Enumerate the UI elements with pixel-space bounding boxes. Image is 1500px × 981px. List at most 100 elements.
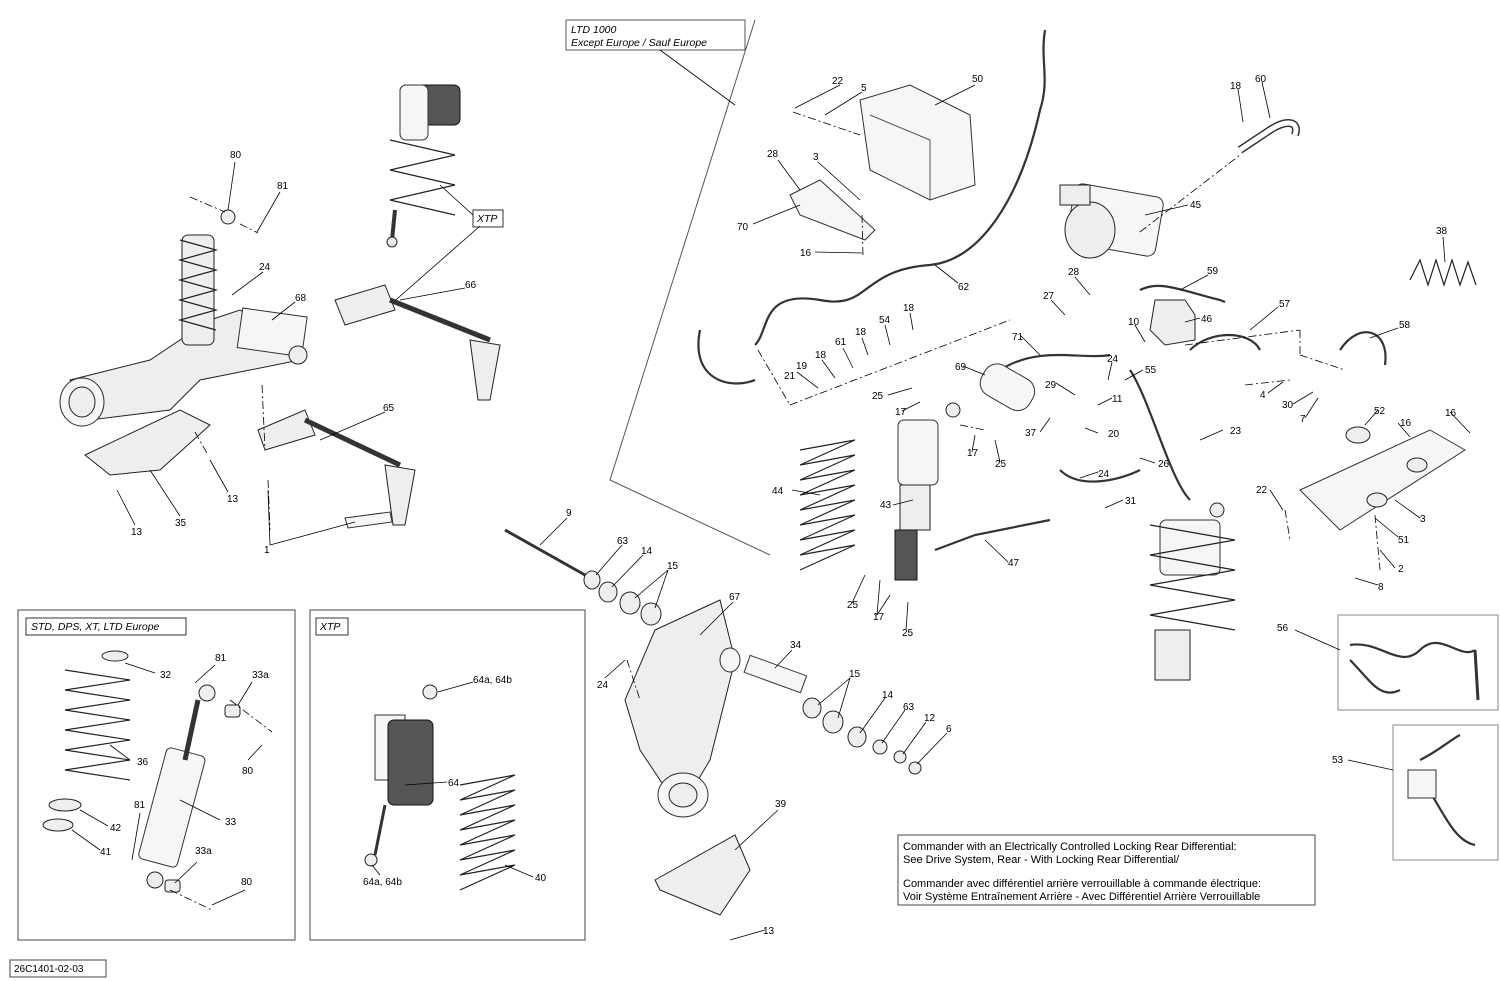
callout-label: 54 — [879, 315, 891, 326]
callout-label: 29 — [1045, 380, 1057, 391]
callout-label: 27 — [1043, 291, 1055, 302]
callout-label: 25 — [847, 600, 859, 611]
callout-label: 25 — [902, 628, 914, 639]
callout-label: 61 — [835, 337, 847, 348]
callout-label: 47 — [1008, 558, 1020, 569]
callout-label: 16 — [1445, 408, 1457, 419]
xtp-box: XTP — [309, 609, 586, 941]
hose-60 — [1237, 119, 1300, 154]
diagram-id: 26C1401-02-03 — [9, 959, 107, 978]
callout-label: 44 — [772, 486, 784, 497]
callout-label: 40 — [535, 873, 547, 884]
callout-label: 37 — [1025, 428, 1037, 439]
callout-label: 69 — [955, 362, 967, 373]
skid-plate-39 — [654, 834, 751, 916]
callout-label: 80 — [242, 766, 254, 777]
callout-label: 23 — [1230, 426, 1242, 437]
callout-label: 8 — [1378, 582, 1384, 593]
callout-label: 30 — [1282, 400, 1294, 411]
callout-label: 62 — [958, 282, 970, 293]
shaft-9 — [504, 528, 586, 577]
xtp-box-parts — [364, 684, 516, 891]
callout-label: 71 — [1012, 332, 1024, 343]
callout-label: 70 — [737, 222, 749, 233]
callout-label: 22 — [832, 76, 844, 87]
callout-label: 13 — [131, 527, 143, 538]
note-line-4: Voir Système Entraînement Arrière - Avec… — [903, 891, 1260, 903]
callout-label: 26 — [1158, 459, 1170, 470]
xtp-box-title: XTP — [319, 621, 340, 633]
callout-label: 25 — [995, 459, 1007, 470]
bracket-70 — [789, 179, 876, 241]
callout-label: 33a — [252, 670, 269, 681]
callout-label: 6 — [946, 724, 952, 735]
callout-label: 46 — [1201, 314, 1213, 325]
callout-label: 68 — [295, 293, 307, 304]
callout-label: 18 — [855, 327, 867, 338]
callout-label: 80 — [241, 877, 253, 888]
callout-label: 28 — [767, 149, 779, 160]
inset-53 — [1392, 724, 1499, 861]
callout-label: 66 — [465, 280, 477, 291]
leader-lines — [71, 81, 1471, 941]
valve-block-46 — [1149, 299, 1196, 346]
note-line-3: Commander avec différentiel arrière verr… — [903, 878, 1261, 890]
xtp-top-text: XTP — [476, 213, 497, 225]
callout-label: 81 — [277, 181, 289, 192]
callout-label: 2 — [1398, 564, 1404, 575]
callout-label: 18 — [815, 350, 827, 361]
callout-label: 42 — [110, 823, 122, 834]
callout-label: 22 — [1256, 485, 1268, 496]
callout-label: 43 — [880, 500, 892, 511]
callout-label: 53 — [1332, 755, 1344, 766]
callout-label: 16 — [800, 248, 812, 259]
callout-label: 17 — [895, 407, 907, 418]
callout-label: 7 — [1300, 414, 1306, 425]
note-line-1: Commander with an Electrically Controlle… — [903, 841, 1237, 853]
callout-label: 81 — [134, 800, 146, 811]
spring-44 — [799, 439, 856, 571]
callout-label: 25 — [872, 391, 884, 402]
callout-label: 4 — [1260, 390, 1266, 401]
trailing-arm-67 — [624, 599, 741, 818]
callout-label: 50 — [972, 74, 984, 85]
callout-label: 5 — [861, 83, 867, 94]
front-shock — [177, 209, 236, 346]
shaft-34 — [743, 654, 808, 694]
callout-label: 34 — [790, 640, 802, 651]
callout-label: 12 — [924, 713, 936, 724]
callout-label: 60 — [1255, 74, 1267, 85]
compressor-45 — [1059, 183, 1164, 259]
front-arm-68 — [59, 307, 308, 427]
callout-label: 3 — [1420, 514, 1426, 525]
callout-label: 21 — [784, 371, 796, 382]
callout-label: 15 — [849, 669, 861, 680]
callout-label: 9 — [566, 508, 572, 519]
callout-label: 38 — [1436, 226, 1448, 237]
wiring — [934, 284, 1387, 552]
callout-label: 24 — [1098, 469, 1110, 480]
callout-label: 63 — [903, 702, 915, 713]
callout-label: 17 — [873, 612, 885, 623]
std-box-title: STD, DPS, XT, LTD Europe — [31, 621, 160, 633]
callout-label: 13 — [763, 926, 775, 937]
callout-label: 41 — [100, 847, 112, 858]
std-box: STD, DPS, XT, LTD Europe — [17, 609, 296, 941]
callout-label: 3 — [813, 152, 819, 163]
callout-label: 28 — [1068, 267, 1080, 278]
skid-plate-35 — [84, 409, 211, 476]
callout-labels: 80 81 24 68 13 35 13 66 65 1 9 63 14 15 … — [100, 74, 1457, 937]
right-shock — [1149, 502, 1236, 681]
callout-label: 1 — [264, 545, 270, 556]
callout-label: 31 — [1125, 496, 1137, 507]
callout-label: 55 — [1145, 365, 1157, 376]
sway-bar-65 — [257, 409, 416, 529]
bushings-left — [583, 570, 662, 626]
inset-56 — [1337, 614, 1499, 711]
bracket-50 — [859, 84, 976, 201]
callout-label: 51 — [1398, 535, 1410, 546]
callout-label: 64a, 64b — [473, 675, 512, 686]
ltd-box-title: LTD 1000 — [571, 24, 616, 36]
callout-label: 14 — [641, 546, 653, 557]
